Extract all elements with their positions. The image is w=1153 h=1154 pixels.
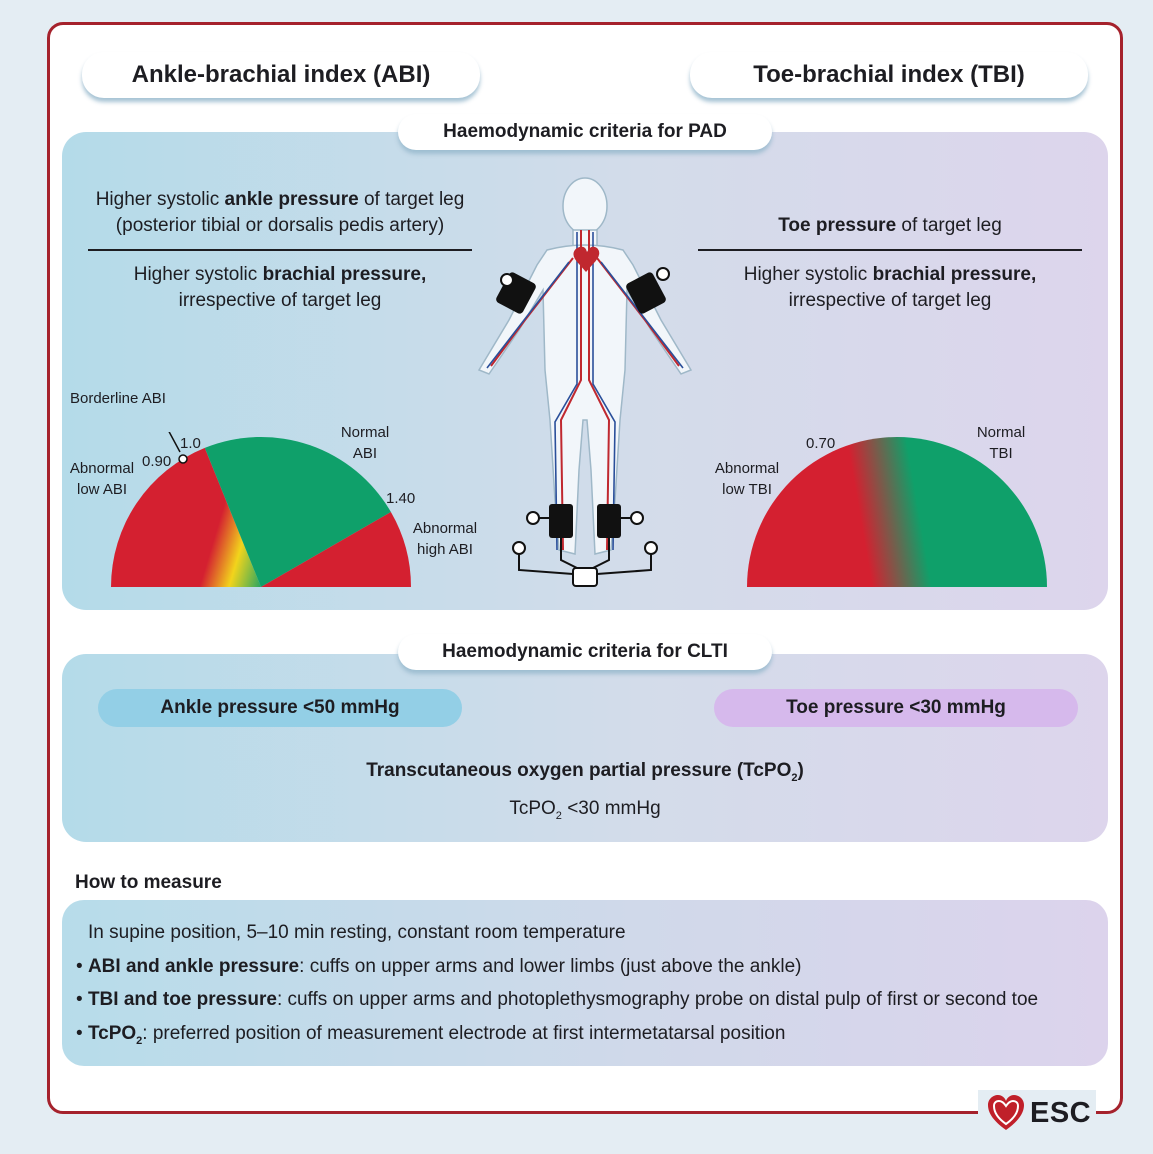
how-line-4-sub: 2 (136, 1034, 143, 1047)
abi-den-pre: Higher systolic (133, 264, 263, 285)
abi-label-abnormal-high: Abnormal high ABI (406, 518, 484, 560)
tbi-num-post: of target leg (896, 215, 1002, 236)
tbi-normal-line1: Normal (976, 424, 1026, 441)
how-to-measure-heading: How to measure (75, 872, 222, 893)
ankle-pressure-pill: Ankle pressure <50 mmHg (98, 689, 462, 727)
abi-abnormal-low-line2: low ABI (76, 481, 128, 498)
abi-den-line2: irrespective of target leg (178, 290, 382, 311)
toe-pressure-text: Toe pressure <30 mmHg (786, 697, 1006, 718)
tbi-abnormal-low-line2: low TBI (722, 481, 772, 498)
abi-num-post: of target leg (358, 189, 465, 210)
abi-label-borderline: Borderline ABI (70, 390, 166, 407)
tbi-den-line2: irrespective of target leg (788, 290, 992, 311)
abi-segment-normal (204, 436, 391, 587)
abi-borderline-leader (168, 432, 181, 453)
abi-segment-low-borderline (111, 447, 261, 587)
abi-abnormal-high-line2: high ABI (417, 541, 473, 558)
abi-segment-abnormal-high (261, 512, 411, 587)
esc-logo: ESC (978, 1090, 1096, 1136)
how-bullet-4: • (76, 1023, 83, 1044)
abi-borderline-marker (178, 454, 188, 464)
how-line-2-rest: : cuffs on upper arms and lower limbs (j… (299, 956, 802, 977)
tcpo2-title-sub: 2 (791, 771, 798, 784)
tbi-num-bold: Toe pressure (778, 215, 897, 236)
how-line-4-rest: : preferred position of measurement elec… (142, 1023, 786, 1044)
abi-den-bold: brachial pressure, (262, 264, 427, 285)
clti-header: Haemodynamic criteria for CLTI (442, 641, 728, 662)
how-line-2-bold: ABI and ankle pressure (87, 956, 300, 977)
tcpo2-value: TcPO2 <30 mmHg (62, 796, 1108, 829)
tbi-tick-070: 0.70 (806, 435, 836, 452)
clti-header-pill: Haemodynamic criteria for CLTI (398, 634, 772, 670)
abi-numerator: Higher systolic ankle pressure of target… (70, 187, 490, 239)
tbi-label-normal: Normal TBI (966, 422, 1036, 464)
abi-tick-090: 0.90 (142, 453, 172, 470)
tbi-numerator: Toe pressure of target leg (690, 213, 1090, 239)
tcpo2-title-post: ) (797, 760, 804, 781)
tbi-normal-line2: TBI (989, 445, 1013, 462)
clti-panel (62, 654, 1108, 842)
abi-abnormal-high-line1: Abnormal (412, 520, 478, 537)
abi-num-pre: Higher systolic (95, 189, 225, 210)
esc-logo-text: ESC (1030, 1096, 1092, 1129)
ankle-pressure-text: Ankle pressure <50 mmHg (160, 697, 400, 718)
how-to-measure-panel (62, 900, 1108, 1066)
abi-denominator: Higher systolic brachial pressure, irres… (70, 262, 490, 314)
tbi-label-abnormal-low: Abnormal low TBI (708, 458, 786, 500)
tbi-den-bold: brachial pressure, (872, 264, 1037, 285)
how-line-3-rest: : cuffs on upper arms and photoplethysmo… (276, 989, 1039, 1010)
tcpo2-title: Transcutaneous oxygen partial pressure (… (62, 758, 1108, 791)
pad-header-pill: Haemodynamic criteria for PAD (398, 114, 772, 150)
tcpo2-title-pre: Transcutaneous oxygen partial pressure (… (366, 760, 792, 781)
how-line-2: • ABI and ankle pressure: cuffs on upper… (76, 955, 801, 979)
tcpo2-value-sub: 2 (555, 809, 562, 822)
abi-normal-line1: Normal (340, 424, 390, 441)
tbi-segment-full (747, 437, 1047, 587)
abi-label-normal: Normal ABI (330, 422, 400, 464)
how-line-3: • TBI and toe pressure: cuffs on upper a… (76, 988, 1038, 1012)
abi-abnormal-low-line1: Abnormal (69, 460, 135, 477)
tbi-den-pre: Higher systolic (743, 264, 873, 285)
tbi-fraction-line (698, 249, 1082, 251)
abi-label-abnormal-low: Abnormal low ABI (66, 458, 138, 500)
tbi-abnormal-low-line1: Abnormal (714, 460, 780, 477)
pad-header: Haemodynamic criteria for PAD (443, 121, 727, 142)
heart-logo-icon (988, 1095, 1024, 1130)
how-bullet-2: • (76, 956, 83, 977)
body-illustration-icon (477, 177, 693, 587)
abi-gauge (111, 432, 411, 587)
how-line-3-bold: TBI and toe pressure (87, 989, 277, 1010)
how-line-1: In supine position, 5–10 min resting, co… (88, 922, 626, 943)
abi-tick-140: 1.40 (386, 490, 416, 507)
abi-normal-line2: ABI (352, 445, 378, 462)
how-line-4: • TcPO2: preferred position of measureme… (76, 1022, 785, 1053)
abi-title-pill: Ankle-brachial index (ABI) (82, 52, 480, 98)
abi-tick-10: 1.0 (180, 435, 201, 452)
tbi-title-pill: Toe-brachial index (TBI) (690, 52, 1088, 98)
tbi-gauge (747, 437, 1047, 587)
tcpo2-value-pre: TcPO (509, 798, 556, 819)
abi-num-line2: (posterior tibial or dorsalis pedis arte… (115, 215, 445, 236)
abi-title: Ankle-brachial index (ABI) (131, 61, 431, 88)
how-bullet-3: • (76, 989, 83, 1010)
tbi-denominator: Higher systolic brachial pressure, irres… (690, 262, 1090, 314)
toe-pressure-pill: Toe pressure <30 mmHg (714, 689, 1078, 727)
tcpo2-value-post: <30 mmHg (561, 798, 661, 819)
tbi-title: Toe-brachial index (TBI) (753, 61, 1025, 88)
how-line-4-bold: TcPO (87, 1023, 137, 1044)
abi-num-bold: ankle pressure (224, 189, 359, 210)
abi-fraction-line (88, 249, 472, 251)
